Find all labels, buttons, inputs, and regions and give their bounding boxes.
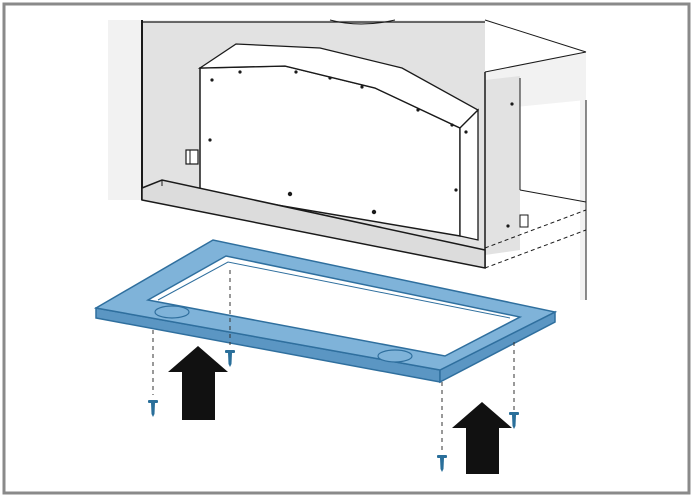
screw	[225, 350, 235, 367]
guide-lines	[152, 270, 515, 450]
mounting-frame	[93, 239, 558, 384]
screw	[437, 455, 447, 472]
range-hood-unit	[185, 43, 514, 241]
hood-trim-strip	[141, 179, 486, 269]
screw	[509, 412, 519, 429]
push-up-arrow-right	[452, 402, 512, 474]
side-cabinet	[484, 19, 587, 300]
screw	[148, 400, 158, 417]
push-up-arrow-left	[168, 346, 228, 420]
